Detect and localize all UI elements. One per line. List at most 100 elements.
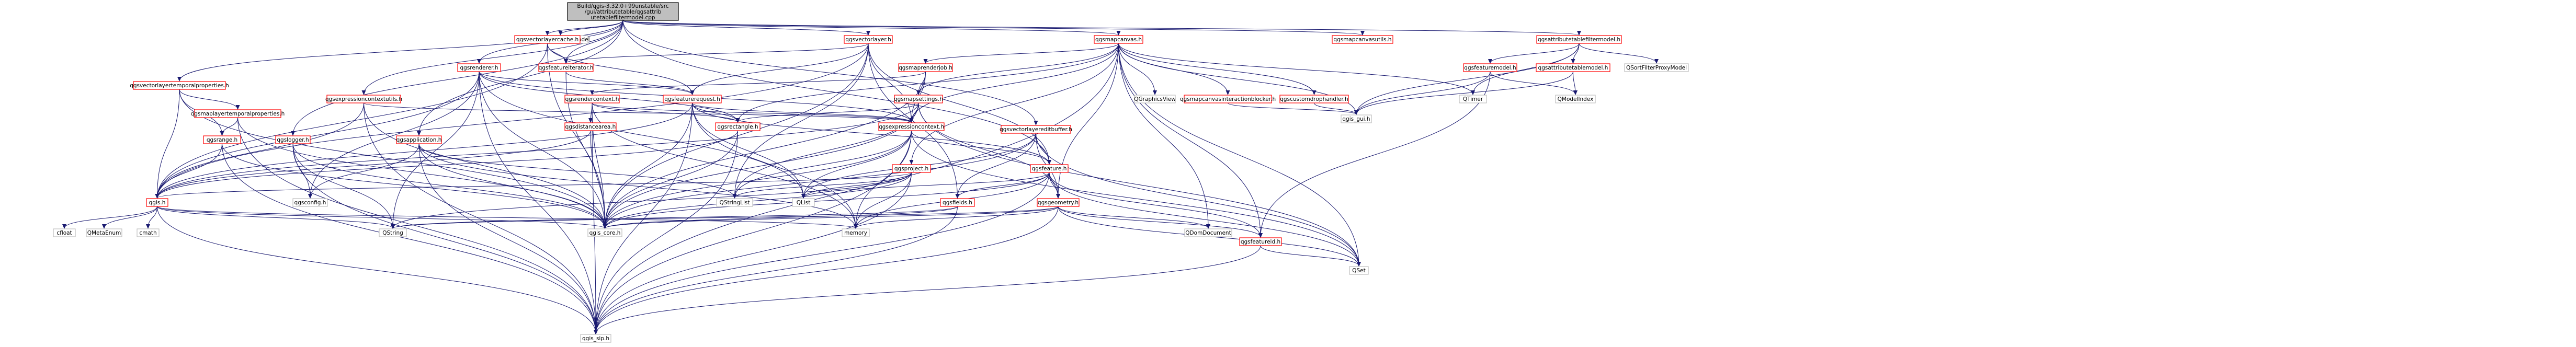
edge-root-to-qgsmapcanvasutils	[622, 20, 1365, 36]
node-qgslogger[interactable]: qgslogger.h	[275, 135, 311, 144]
node-qgsrendercontext[interactable]: qgsrendercontext.h	[564, 95, 620, 103]
edge-root-to-qgsattributetablefiltermodel	[622, 20, 1581, 36]
node-label: qgsapplication.h	[396, 137, 442, 143]
edge-qgsfeature-to-qgsfeatureid	[1049, 172, 1263, 238]
node-label: qgslogger.h	[277, 137, 309, 143]
node-qgsexpressioncontextutils[interactable]: qgsexpressioncontextutils.h	[325, 95, 402, 103]
node-cmath: cmath	[137, 228, 160, 237]
node-label: qgsexpressioncontextutils.h	[325, 96, 402, 102]
node-qgsmapsettings[interactable]: qgsmapsettings.h	[894, 95, 943, 103]
node-label: qgsmaprenderjob.h	[899, 65, 952, 71]
node-label: QString	[382, 230, 403, 236]
node-qgsrange[interactable]: qgsrange.h	[203, 135, 241, 144]
node-label: qgscustomdrophandler.h	[1280, 96, 1348, 102]
edge-qgs-to-memory	[157, 206, 858, 229]
edge-qgsapplication-to-QStringList	[418, 143, 737, 199]
edge-qgsfeature-to-QSet	[1049, 172, 1361, 267]
edge-qgsapplication-to-qgis_core	[418, 143, 607, 229]
node-qgsgeometry[interactable]: qgsgeometry.h	[1037, 198, 1080, 207]
edge-qgsvectorlayer-to-QStringList	[732, 43, 869, 199]
edge-qgsfeaturerequest-to-memory	[692, 102, 858, 229]
node-box	[1037, 198, 1080, 207]
edge-qgsmapcanvas-to-QDomDocument	[1118, 43, 1210, 229]
node-qgsvectorlayereditbuffer[interactable]: qgsvectorlayereditbuffer.h	[1000, 125, 1072, 134]
node-label: qgsvectorlayertemporalproperties.h	[130, 83, 229, 89]
node-box	[1536, 63, 1610, 72]
node-qgsmaprenderjob[interactable]: qgsmaprenderjob.h	[898, 63, 953, 72]
node-label: QTimer	[1463, 96, 1483, 102]
node-qgsfeatureiterator[interactable]: qgsfeatureiterator.h	[538, 63, 594, 72]
node-box	[940, 198, 975, 207]
node-qgsfeature[interactable]: qgsfeature.h	[1030, 164, 1069, 173]
node-qgsmapcanvasinteractionblocker[interactable]: qgsmapcanvasinteractionblocker.h	[1180, 95, 1276, 103]
node-qgsattributetablemodel[interactable]: qgsattributetablemodel.h	[1536, 63, 1610, 72]
node-root: Build/qgis-3.32.0+99unstable/src/gui/att…	[567, 2, 679, 21]
node-qgsattributetablefiltermodel[interactable]: qgsattributetablefiltermodel.h	[1536, 35, 1622, 44]
node-box	[1349, 266, 1369, 275]
node-qgsapplication[interactable]: qgsapplication.h	[396, 135, 442, 144]
edge-qgsrendercontext-to-qgis_core	[592, 102, 607, 229]
edge-qgsfeaturerequest-to-QList	[692, 102, 805, 199]
node-qgs[interactable]: qgis.h	[146, 198, 168, 207]
node-label: QSet	[1352, 268, 1366, 274]
node-label: qgsrange.h	[207, 137, 237, 143]
edge-root-to-qgsapplication	[417, 20, 623, 136]
node-qgsrenderer[interactable]: qgsrenderer.h	[457, 63, 501, 72]
node-label: QList	[797, 200, 811, 206]
node-qgsvectorlayercache[interactable]: qgsvectorlayercache.h	[514, 35, 581, 44]
edge-qgsattributetablemodel-to-QModelIndex	[1573, 71, 1578, 95]
node-qgsvectorlayer[interactable]: qgsvectorlayer.h	[844, 35, 893, 44]
node-box	[564, 95, 620, 103]
node-qgsfields[interactable]: qgsfields.h	[940, 198, 975, 207]
node-qgsmapcanvas[interactable]: qgsmapcanvas.h	[1094, 35, 1143, 44]
node-box	[133, 81, 226, 90]
node-QSet: QSet	[1349, 266, 1369, 275]
edge-qgsproject-to-memory	[854, 172, 912, 229]
node-box	[842, 228, 870, 237]
node-label: qgsexpressioncontext.h	[879, 124, 944, 130]
node-label: memory	[844, 230, 867, 236]
node-label: QMetaEnum	[87, 230, 121, 236]
edge-qgsdistancearea-to-qgis_core	[590, 130, 607, 229]
node-qgsfeatureid[interactable]: qgsfeatureid.h	[1239, 237, 1282, 246]
node-label: Build/qgis-3.32.0+99unstable/src/gui/att…	[577, 3, 668, 21]
node-box	[1094, 35, 1143, 44]
node-label: QSortFilterProxyModel	[1626, 65, 1687, 71]
node-label: qgsrenderer.h	[460, 65, 498, 71]
node-qgscustomdrophandler[interactable]: qgscustomdrophandler.h	[1279, 95, 1349, 103]
node-label: QDomDocument	[1185, 230, 1231, 236]
node-QString: QString	[379, 228, 407, 237]
edge-qgsvectorlayer-to-qgsfeaturerequest	[690, 43, 869, 95]
edge-qgsmapsettings-to-QStringList	[732, 102, 919, 199]
edge-qgsmapcanvas-to-qgsmaprenderjob	[923, 43, 1119, 64]
node-qgsmaplayertemporalproperties[interactable]: qgsmaplayertemporalproperties.h	[191, 109, 285, 118]
edge-qgsexpressioncontext-to-memory	[854, 130, 912, 229]
node-qgsmapcanvasutils[interactable]: qgsmapcanvasutils.h	[1332, 35, 1393, 44]
node-box	[1030, 164, 1069, 173]
node-qgsdistancearea[interactable]: qgsdistancearea.h	[564, 122, 617, 131]
node-qgsfeaturerequest[interactable]: qgsfeaturerequest.h	[663, 95, 722, 103]
node-qgsvectorlayertemporalproperties[interactable]: qgsvectorlayertemporalproperties.h	[130, 81, 229, 90]
node-qgsproject[interactable]: qgsproject.h	[892, 164, 931, 173]
edge-qgsmaprenderjob-to-qgis_core	[603, 71, 926, 229]
edge-qgsmapcanvas-to-qgsmapcanvasinteractionblocker	[1118, 43, 1230, 95]
edge-qgsmapsettings-to-qgs	[155, 102, 919, 199]
edge-qgsmapcanvas-to-qgis_gui	[1118, 43, 1358, 115]
node-box	[1001, 125, 1071, 134]
edge-qgsexpressioncontextutils-to-qgis_core	[364, 102, 607, 229]
node-box	[844, 35, 893, 44]
edge-qgsrectangle-to-qgis_sip	[594, 130, 738, 334]
node-box	[1279, 95, 1349, 103]
edge-qgsrectangle-to-qgs	[155, 130, 738, 199]
node-box	[514, 35, 581, 44]
edge-root-to-qgsfeatureiterator	[564, 20, 623, 64]
node-qgsfeaturemodel[interactable]: qgsfeaturemodel.h	[1463, 63, 1517, 72]
node-cfloat: cfloat	[53, 228, 76, 237]
edge-qgs-to-cmath	[146, 206, 157, 229]
edge-qgsproject-to-qgis_core	[603, 172, 912, 229]
node-qgsexpressioncontext[interactable]: qgsexpressioncontext.h	[878, 122, 945, 131]
edge-qgsfeaturerequest-to-qgis_core	[603, 102, 693, 229]
node-qgsrectangle[interactable]: qgsrectangle.h	[715, 122, 761, 131]
node-QStringList: QStringList	[716, 198, 753, 207]
